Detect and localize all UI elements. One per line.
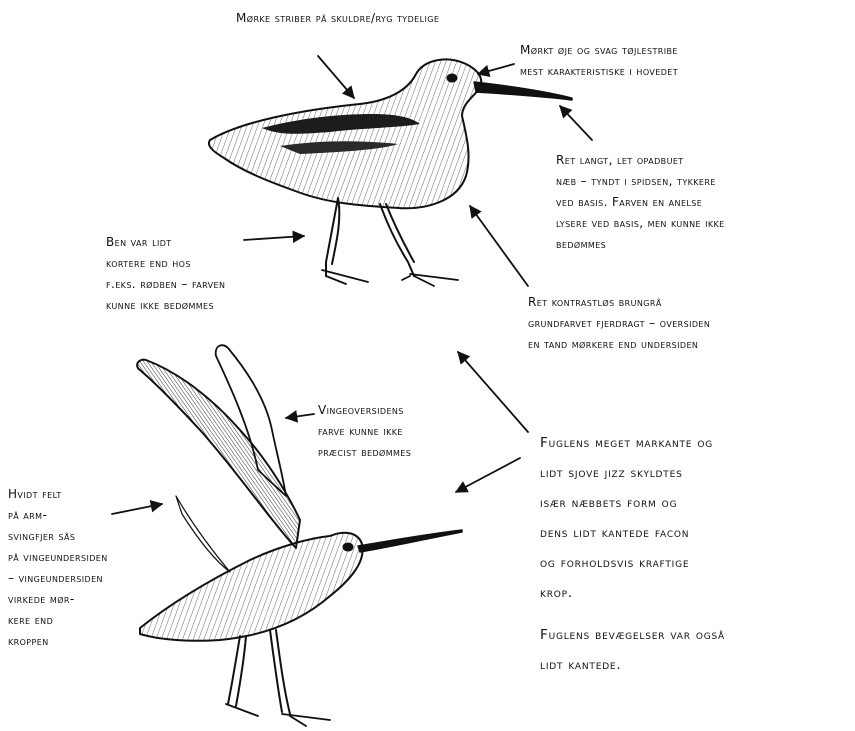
- standing-bird-body: [209, 59, 481, 208]
- arrow-wing-patch: [112, 504, 162, 514]
- note-wing-patch: Hvidt felt på arm- svingfjer sås på ving…: [8, 484, 108, 652]
- arrow-plumage: [470, 206, 528, 286]
- note-bill: Ret langt, let opadbuet næb – tyndt i sp…: [556, 150, 725, 255]
- arrow-shoulder-stripes: [318, 56, 354, 98]
- flying-bird-bill: [358, 530, 462, 552]
- note-upperwing: Vingeoversidens farve kunne ikke præcist…: [318, 400, 411, 463]
- arrow-legs: [244, 236, 304, 240]
- note-eye: Mørkt øje og svag tøjlestribe mest karak…: [520, 40, 678, 82]
- standing-bird-illustration: [209, 59, 572, 286]
- wings-raised-bird-illustration: [137, 345, 462, 726]
- arrow-jizz-down: [456, 458, 520, 492]
- note-legs: Ben var lidt kortere end hos f.eks. rødb…: [106, 232, 225, 316]
- note-shoulder-stripes: Mørke striber på skuldre/ryg tydelige: [236, 8, 439, 29]
- standing-bird-bill: [474, 82, 572, 100]
- standing-bird-legs: [326, 198, 414, 276]
- arrow-bill: [560, 106, 592, 140]
- arrow-upperwing: [286, 414, 314, 418]
- note-plumage: Ret kontrastløs brungrå grundfarvet fjer…: [528, 292, 710, 355]
- standing-bird-feet: [322, 270, 458, 286]
- flying-bird-eye: [343, 543, 353, 551]
- note-movement: Fuglens bevægelser var også lidt kantede…: [540, 620, 725, 680]
- wing-underside-white-patch: [176, 496, 230, 572]
- arrow-jizz-up: [458, 352, 528, 432]
- arrow-eye: [478, 64, 514, 74]
- flying-bird-feet: [226, 704, 330, 726]
- note-jizz: Fuglens meget markante og lidt sjove jiz…: [540, 428, 713, 608]
- flying-bird-body: [140, 533, 363, 641]
- flying-bird-legs: [228, 630, 290, 714]
- standing-bird-eye: [447, 74, 457, 82]
